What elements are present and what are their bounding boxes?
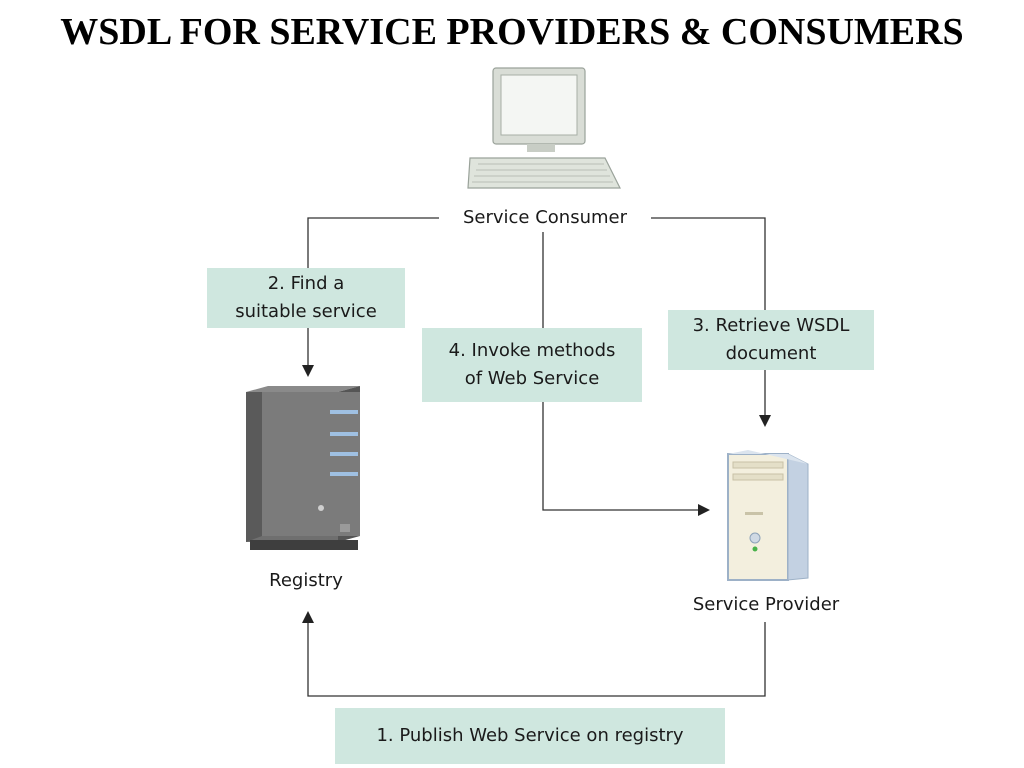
connector-consumer-invoke-provider (542, 232, 710, 516)
consumer-computer-icon (467, 67, 621, 189)
step-invoke-line-1: 4. Invoke methods (448, 340, 616, 361)
step-retrieve-line-1: 3. Retrieve WSDL (692, 315, 850, 336)
registry-label: Registry (269, 570, 343, 591)
step-find-line-2: suitable service (235, 301, 377, 322)
step-retrieve-line-2: document (725, 343, 817, 364)
page-title: WSDL FOR SERVICE PROVIDERS & CONSUMERS (60, 11, 964, 53)
step-retrieve-wsdl-box: 3. Retrieve WSDL document (668, 310, 874, 370)
service-provider-label: Service Provider (692, 594, 840, 615)
connectors (302, 217, 771, 697)
step-publish-box: 1. Publish Web Service on registry (335, 708, 725, 764)
step-publish-label: 1. Publish Web Service on registry (376, 725, 684, 746)
service-consumer-label: Service Consumer (439, 207, 651, 228)
registry-server-icon (246, 386, 360, 550)
step-invoke-line-2: of Web Service (464, 368, 600, 389)
connector-provider-publish-registry (302, 611, 766, 697)
step-find-service-box: 2. Find a suitable service (207, 268, 405, 328)
provider-computer-icon (727, 450, 809, 581)
step-invoke-methods-box: 4. Invoke methods of Web Service (422, 328, 642, 402)
step-find-line-1: 2. Find a (267, 273, 345, 294)
